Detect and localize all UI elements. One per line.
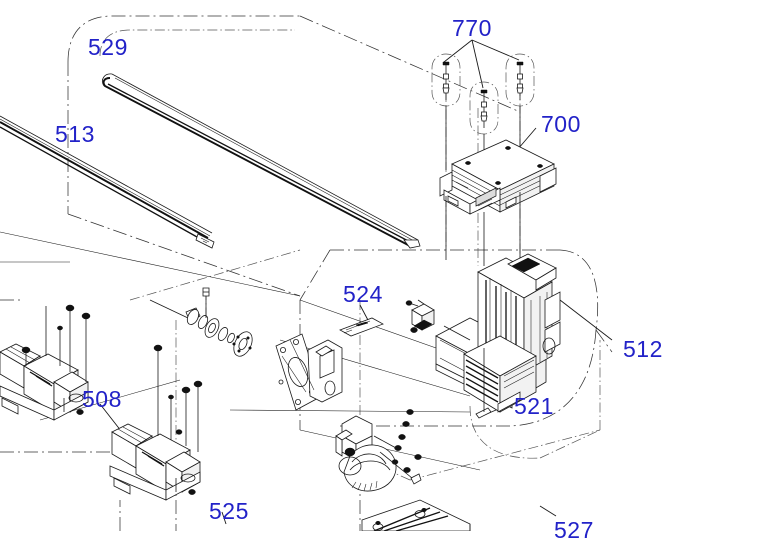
loose-bolt-group [373, 327, 422, 485]
diagram-artwork: .ln { fill:none; stroke:#1a1a1a; stroke-… [0, 15, 613, 531]
screw-1 [442, 61, 450, 100]
callout-521: 521 [514, 393, 554, 419]
leader-525 [221, 511, 227, 525]
part-valve-block-assembly [435, 253, 613, 419]
part-mounting-screw-set [431, 39, 535, 178]
callout-770: 770 [452, 15, 492, 41]
motor-bolts [153, 344, 203, 495]
part-bearing-shaft-stack [149, 287, 253, 357]
screw-3 [516, 61, 524, 100]
callout-512: 512 [623, 336, 663, 362]
part-id-plate [339, 304, 384, 337]
second-motor-bolts [21, 304, 91, 415]
part-lower-base-panel [361, 499, 471, 531]
callout-525: 525 [209, 498, 249, 524]
part-upper-guide-rail [102, 73, 421, 249]
callout-508: 508 [82, 386, 122, 412]
part-lower-guide-rail [0, 115, 215, 249]
callout-700: 700 [541, 111, 581, 137]
part-mounting-bracket-plate [275, 333, 343, 411]
part-small-bracket [405, 299, 435, 331]
part-second-motor-unit [0, 304, 91, 421]
callout-513: 513 [55, 121, 95, 147]
parts-diagram-sheet: .ln { fill:none; stroke:#1a1a1a; stroke-… [0, 15, 663, 542]
callout-529: 529 [88, 34, 128, 60]
callout-524: 524 [343, 281, 383, 307]
part-control-module [439, 127, 557, 266]
leader-527 [539, 505, 557, 517]
screw-2 [480, 89, 488, 128]
part-motor-pump-unit [99, 344, 203, 501]
part-curved-shroud [335, 415, 397, 492]
